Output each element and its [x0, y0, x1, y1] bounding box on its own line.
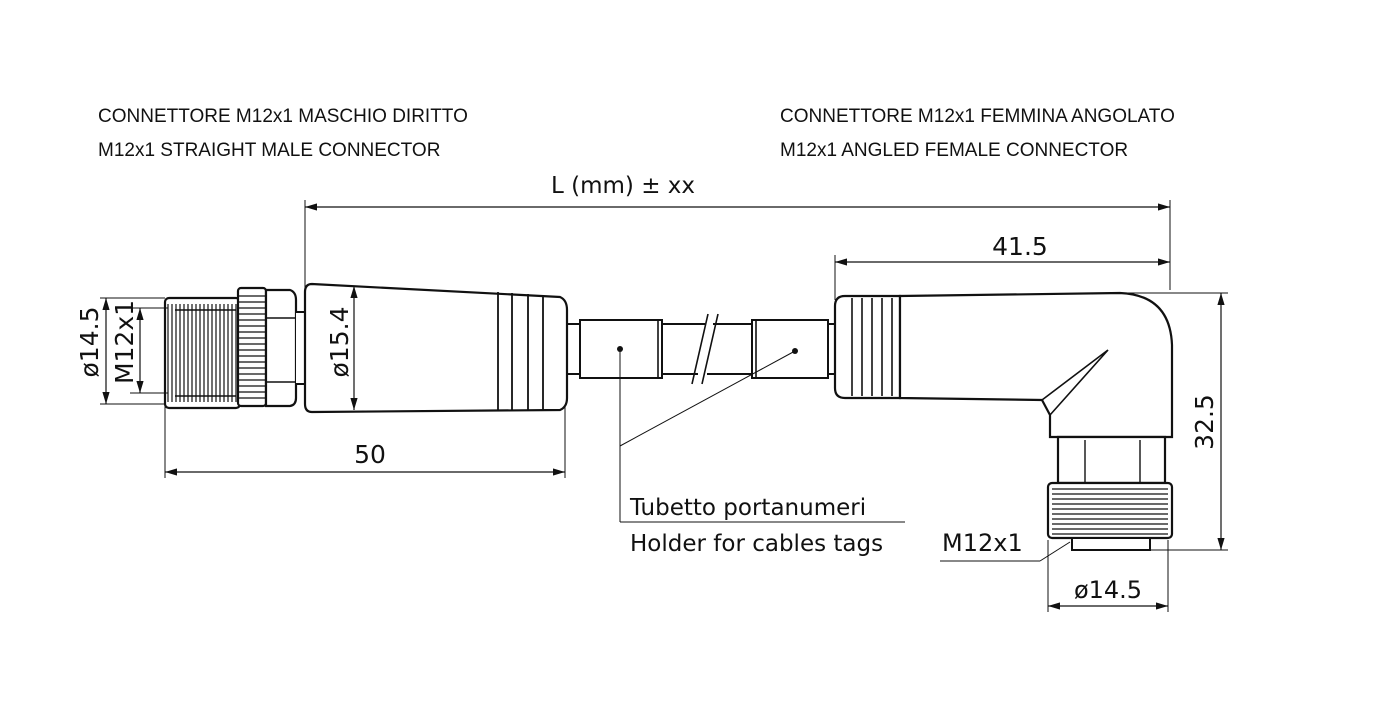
- left-diameter-label: ø14.5: [75, 307, 104, 378]
- angled-length-label: 41.5: [992, 232, 1048, 261]
- straight-length-label: 50: [354, 440, 386, 469]
- straight-length-dimension: 50: [164, 396, 566, 478]
- callout-line-1: Tubetto portanumeri: [629, 495, 866, 521]
- angled-height-label: 32.5: [1190, 394, 1219, 450]
- tag-holder-callout: Tubetto portanumeri Holder for cables ta…: [619, 349, 905, 557]
- left-diameter-dimensions: ø14.5 M12x1: [75, 297, 168, 405]
- length-label: L (mm) ± xx: [551, 173, 695, 199]
- body-diameter-dimension: ø15.4: [325, 286, 358, 410]
- title-right-it: CONNETTORE M12x1 FEMMINA ANGOLATO: [780, 106, 1175, 127]
- callout-line-2: Holder for cables tags: [630, 531, 883, 557]
- title-left-it: CONNETTORE M12x1 MASCHIO DIRITTO: [98, 106, 468, 127]
- angled-height-dimension: 32.5: [1120, 292, 1228, 551]
- right-thread-dimensions: M12x1 ø14.5: [940, 529, 1169, 612]
- angled-length-dimension: 41.5: [834, 232, 1170, 300]
- cable: [567, 313, 835, 385]
- female-angled-connector: [833, 291, 1174, 551]
- title-right-en: M12x1 ANGLED FEMALE CONNECTOR: [780, 140, 1128, 161]
- length-dimension: L (mm) ± xx: [304, 173, 1171, 290]
- right-diameter-label: ø14.5: [1074, 576, 1142, 604]
- right-thread-label: M12x1: [942, 529, 1023, 557]
- left-thread-label: M12x1: [110, 300, 139, 384]
- male-straight-connector: [163, 282, 569, 414]
- body-diameter-label: ø15.4: [325, 307, 354, 378]
- title-left-en: M12x1 STRAIGHT MALE CONNECTOR: [98, 140, 440, 161]
